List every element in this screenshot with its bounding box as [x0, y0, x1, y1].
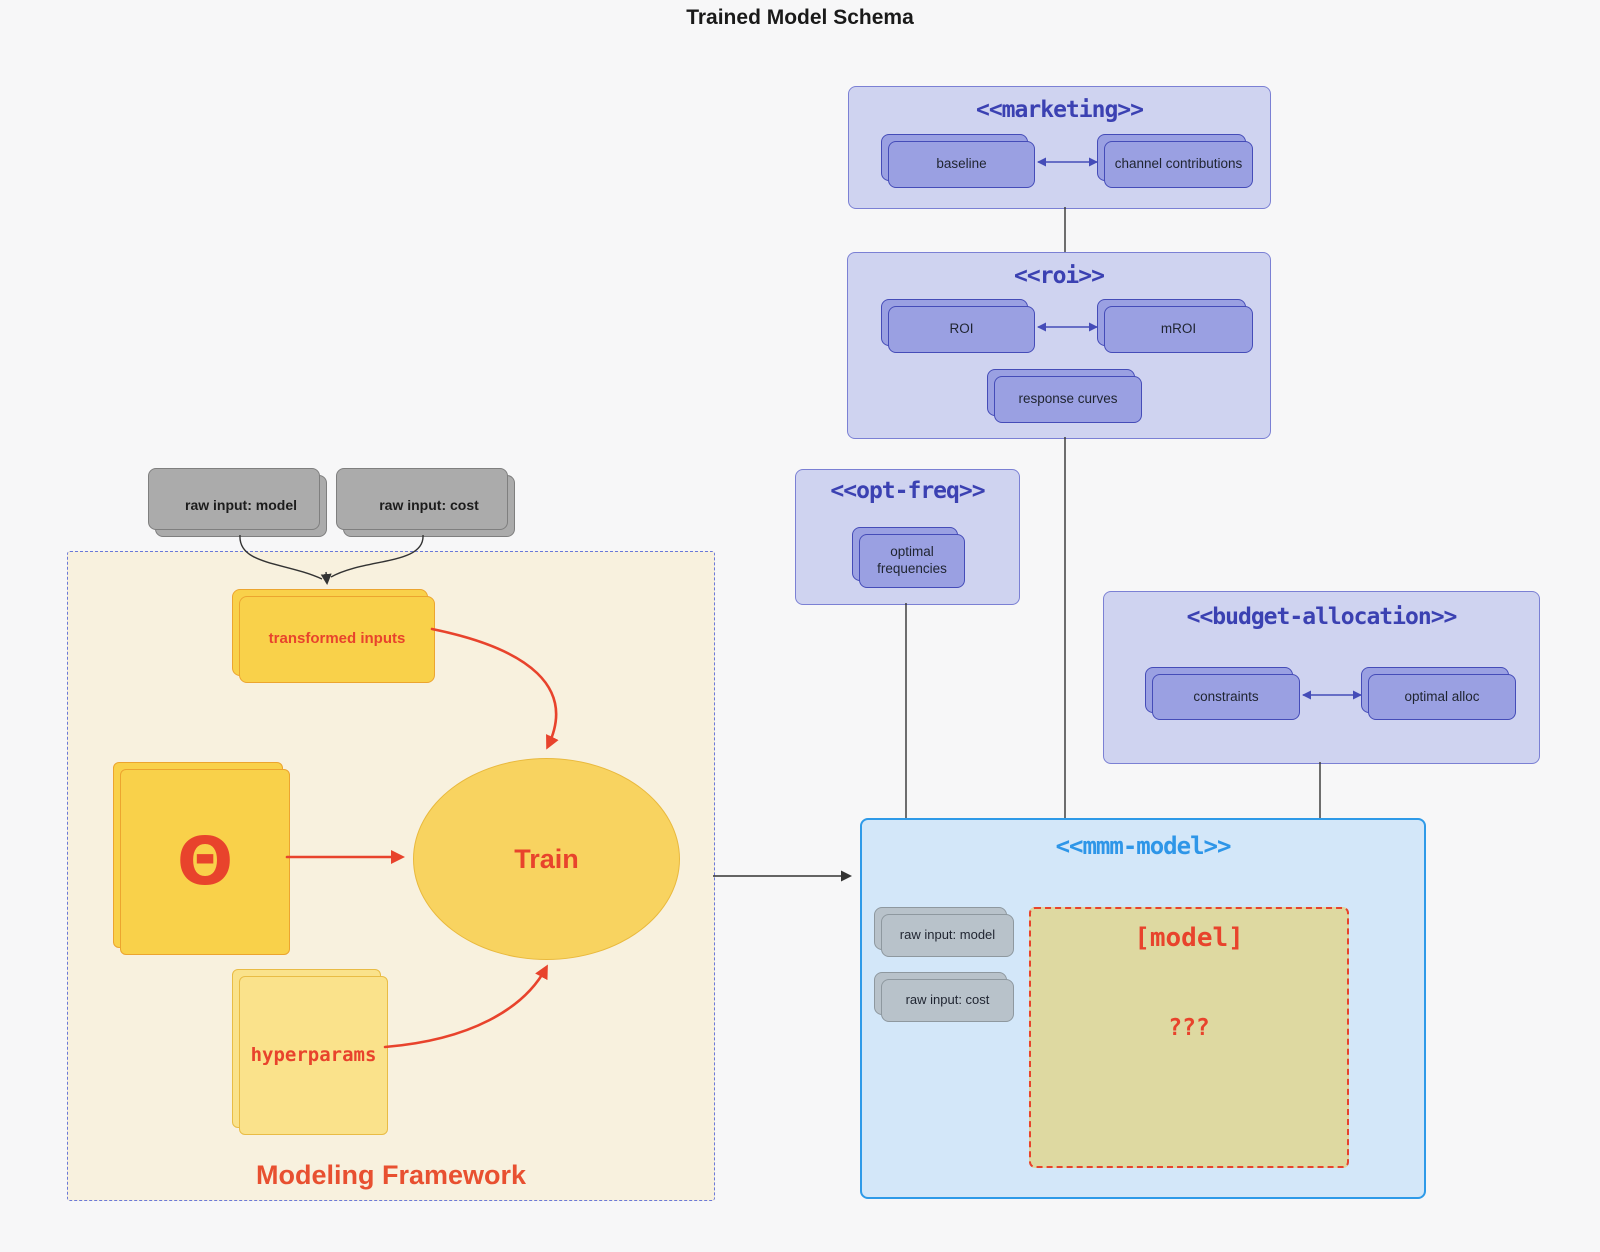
node-roi-label: ROI: [949, 321, 974, 337]
node-raw-input-model: raw input: model: [148, 468, 327, 537]
node-unknown-label: ???: [1168, 1015, 1210, 1041]
node-transformed-inputs: transformed inputs: [232, 589, 435, 683]
group-marketing: <<marketing>> baseline channel contribut…: [848, 86, 1271, 209]
node-hyperparams-label: hyperparams: [250, 1043, 377, 1066]
node-train-label: Train: [514, 843, 579, 874]
group-budget-allocation: <<budget-allocation>> constraints optima…: [1103, 591, 1540, 764]
node-raw-input-model-mmm-label: raw input: model: [899, 927, 996, 943]
node-raw-input-cost-label: raw input: cost: [379, 497, 479, 514]
node-raw-input-model-mmm: raw input: model: [874, 907, 1014, 957]
group-roi-title: <<roi>>: [1014, 263, 1105, 289]
group-modeling-framework: transformed inputs Θ Train hyperparams M…: [67, 551, 715, 1201]
node-baseline-label: baseline: [936, 156, 987, 172]
node-raw-input-model-label: raw input: model: [185, 497, 297, 514]
node-channel-contributions-label: channel contributions: [1114, 156, 1243, 172]
node-optimal-frequencies: optimal frequencies: [852, 527, 965, 588]
node-model-placeholder: [model] ???: [1029, 907, 1349, 1168]
node-train: Train: [413, 758, 680, 960]
node-model-label: [model]: [1134, 923, 1244, 953]
group-roi: <<roi>> ROI mROI response curves: [847, 252, 1271, 439]
node-baseline: baseline: [881, 134, 1035, 188]
node-theta: Θ: [113, 762, 290, 955]
node-constraints-label: constraints: [1193, 688, 1259, 704]
node-optimal-alloc: optimal alloc: [1361, 667, 1516, 720]
node-theta-label: Θ: [176, 822, 234, 900]
node-channel-contributions: channel contributions: [1097, 134, 1253, 188]
node-hyperparams: hyperparams: [232, 969, 388, 1135]
node-mroi-label: mROI: [1160, 321, 1197, 337]
group-mmm-model: <<mmm-model>> raw input: model raw input…: [860, 818, 1426, 1199]
node-constraints: constraints: [1145, 667, 1300, 720]
modeling-framework-label: Modeling Framework: [255, 1160, 527, 1190]
node-transformed-inputs-label: transformed inputs: [268, 630, 406, 648]
node-optimal-alloc-label: optimal alloc: [1404, 688, 1480, 704]
node-optimal-frequencies-label: optimal frequencies: [877, 544, 947, 576]
group-mmm-model-title: <<mmm-model>>: [1055, 832, 1232, 860]
node-roi: ROI: [881, 299, 1035, 353]
node-raw-input-cost: raw input: cost: [336, 468, 515, 537]
node-mroi: mROI: [1097, 299, 1253, 353]
node-raw-input-cost-mmm-label: raw input: cost: [905, 992, 990, 1008]
node-raw-input-cost-mmm: raw input: cost: [874, 972, 1014, 1022]
group-budget-allocation-title: <<budget-allocation>>: [1186, 604, 1458, 630]
node-response-curves-label: response curves: [1018, 391, 1118, 407]
group-opt-freq: <<opt-freq>> optimal frequencies: [795, 469, 1020, 605]
group-opt-freq-title: <<opt-freq>>: [830, 478, 985, 504]
node-response-curves: response curves: [987, 369, 1142, 423]
page-title: Trained Model Schema: [686, 6, 914, 29]
group-marketing-title: <<marketing>>: [975, 97, 1144, 123]
